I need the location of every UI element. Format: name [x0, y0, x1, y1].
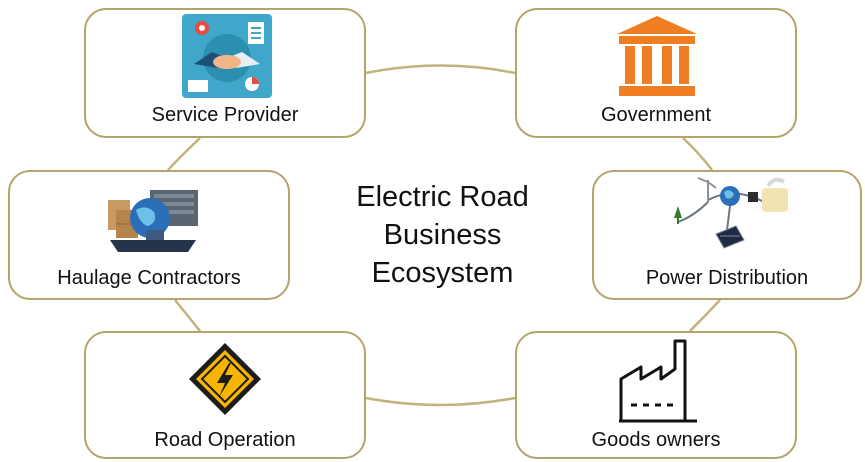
factory-icon [617, 339, 699, 430]
handshake-icon [182, 14, 272, 103]
node-government: Government [515, 8, 797, 138]
service-provider-label: Service Provider [151, 104, 299, 126]
connector-road-haulage [174, 299, 201, 332]
connector-power-goods [689, 299, 721, 332]
goods-owners-label: Goods owners [591, 429, 721, 451]
node-road-operation: Road Operation [84, 331, 366, 459]
node-power-distribution: Power Distribution [592, 170, 862, 300]
connector-government-power [682, 137, 713, 171]
node-goods-owners: Goods owners [515, 331, 797, 459]
title-line-1: Electric Road [356, 181, 529, 213]
node-service-provider: Service Provider [84, 8, 366, 138]
power-distribution-label: Power Distribution [645, 267, 809, 289]
connector-service-government [365, 64, 516, 75]
connector-goods-road [365, 396, 516, 407]
diagram-title: Electric Road Business Ecosystem [300, 178, 585, 292]
connector-haulage-service [167, 137, 201, 171]
haulage-contractors-label: Haulage Contractors [57, 267, 241, 289]
title-line-3: Ecosystem [371, 257, 514, 289]
global-logistics-icon [106, 182, 202, 261]
government-building-icon [615, 14, 699, 105]
title-line-2: Business [383, 219, 502, 251]
high-voltage-sign-icon [187, 341, 263, 422]
node-haulage-contractors: Haulage Contractors [8, 170, 290, 300]
government-label: Government [600, 104, 712, 126]
road-operation-label: Road Operation [154, 429, 296, 451]
power-network-icon [664, 176, 794, 265]
